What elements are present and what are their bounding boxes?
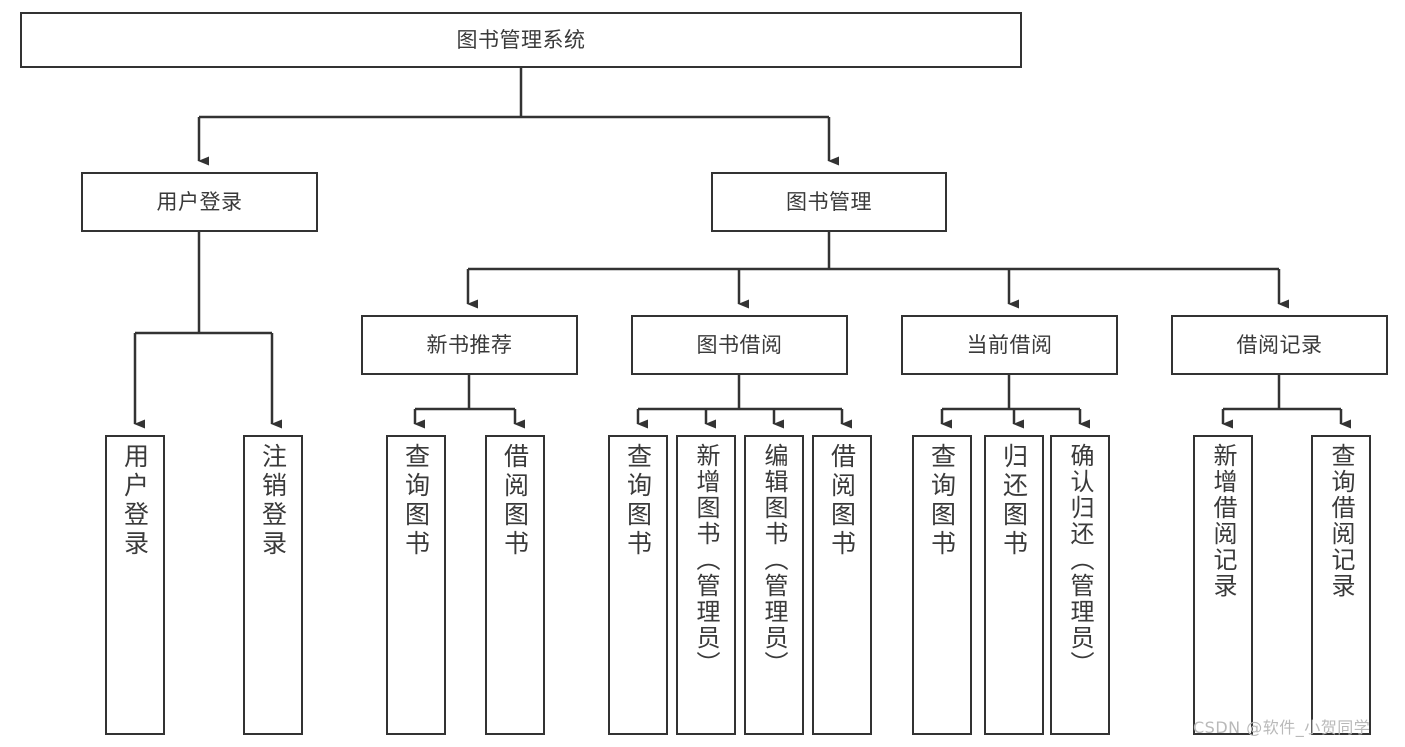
node-borrow-record-label: 借阅记录 — [1236, 332, 1323, 357]
leaf-borrow-book-rec[interactable]: 借阅图书 — [485, 435, 545, 735]
node-new-book-recommend-label: 新书推荐 — [426, 332, 513, 357]
leaf-borrow-book-bb[interactable]: 借阅图书 — [812, 435, 872, 735]
node-root[interactable]: 图书管理系统 — [20, 12, 1022, 68]
leaf-edit-book-admin-label: 编辑图书（管理员） — [760, 443, 788, 677]
leaf-logout-login[interactable]: 注销登录 — [243, 435, 303, 735]
leaf-query-borrow-record-label: 查询借阅记录 — [1327, 443, 1355, 599]
node-current-borrow[interactable]: 当前借阅 — [901, 315, 1118, 375]
node-new-book-recommend[interactable]: 新书推荐 — [361, 315, 578, 375]
node-book-borrow[interactable]: 图书借阅 — [631, 315, 848, 375]
leaf-query-book-rec-label: 查询图书 — [401, 443, 431, 559]
leaf-query-book-rec[interactable]: 查询图书 — [386, 435, 446, 735]
leaf-edit-book-admin[interactable]: 编辑图书（管理员） — [744, 435, 804, 735]
leaf-logout-login-label: 注销登录 — [258, 443, 288, 559]
leaf-query-book-cb-label: 查询图书 — [927, 443, 957, 559]
node-current-borrow-label: 当前借阅 — [966, 332, 1053, 357]
leaf-confirm-return-admin-label: 确认归还（管理员） — [1066, 443, 1094, 677]
leaf-return-book-label: 归还图书 — [999, 443, 1029, 559]
csdn-watermark: CSDN @软件_小贺同学 — [1193, 718, 1371, 737]
node-root-label: 图书管理系统 — [456, 27, 586, 52]
node-book-manage[interactable]: 图书管理 — [711, 172, 947, 232]
leaf-query-book-bb-label: 查询图书 — [623, 443, 653, 559]
node-user-login[interactable]: 用户登录 — [81, 172, 318, 232]
node-book-borrow-label: 图书借阅 — [696, 332, 783, 357]
node-book-manage-label: 图书管理 — [786, 189, 872, 214]
leaf-confirm-return-admin[interactable]: 确认归还（管理员） — [1050, 435, 1110, 735]
leaf-add-borrow-record[interactable]: 新增借阅记录 — [1193, 435, 1253, 735]
leaf-user-login[interactable]: 用户登录 — [105, 435, 165, 735]
leaf-query-book-bb[interactable]: 查询图书 — [608, 435, 668, 735]
leaf-add-borrow-record-label: 新增借阅记录 — [1209, 443, 1237, 599]
leaf-return-book[interactable]: 归还图书 — [984, 435, 1044, 735]
leaf-user-login-label: 用户登录 — [120, 443, 150, 559]
leaf-add-book-admin[interactable]: 新增图书（管理员） — [676, 435, 736, 735]
leaf-query-borrow-record[interactable]: 查询借阅记录 — [1311, 435, 1371, 735]
node-borrow-record[interactable]: 借阅记录 — [1171, 315, 1388, 375]
leaf-add-book-admin-label: 新增图书（管理员） — [692, 443, 720, 677]
leaf-query-book-cb[interactable]: 查询图书 — [912, 435, 972, 735]
node-user-login-label: 用户登录 — [156, 189, 243, 214]
leaf-borrow-book-rec-label: 借阅图书 — [500, 443, 530, 559]
leaf-borrow-book-bb-label: 借阅图书 — [827, 443, 857, 559]
